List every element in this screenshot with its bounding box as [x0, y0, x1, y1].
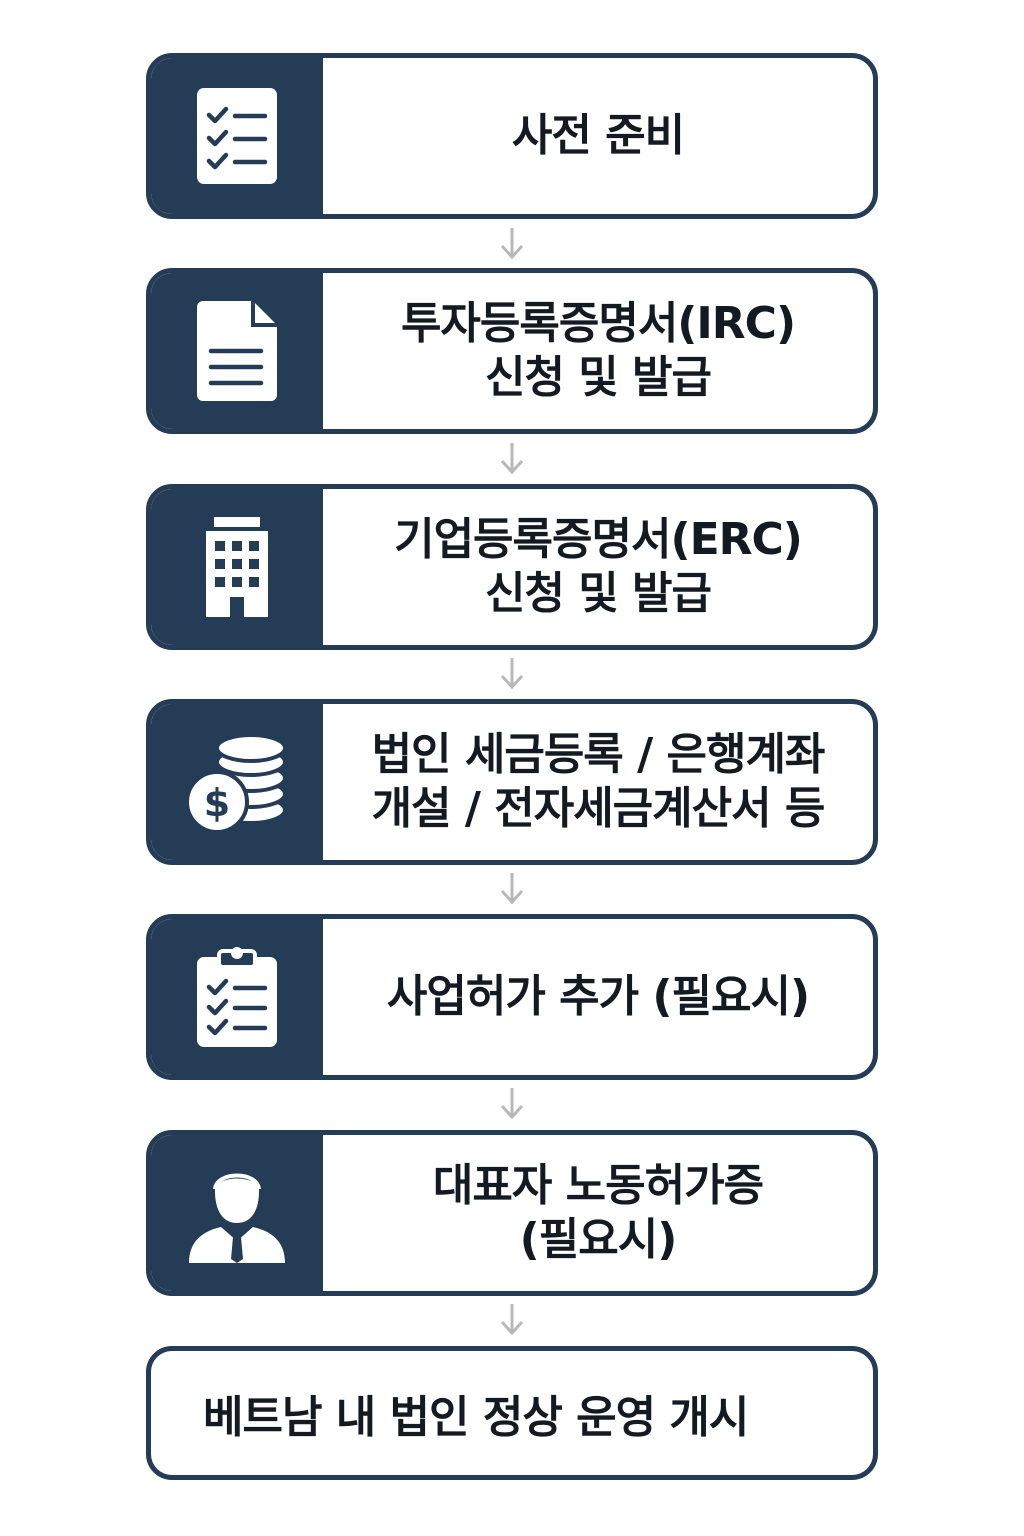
person-icon [185, 1161, 289, 1265]
arrow-3 [496, 656, 528, 692]
step-4-label: 법인 세금등록 / 은행계좌 개설 / 전자세금계산서 등 [323, 704, 873, 860]
step-6-icon-panel [151, 1135, 323, 1291]
clipboard-checklist-icon [195, 945, 279, 1049]
step-3-line-1: 기업등록증명서(ERC) [394, 514, 803, 565]
step-3-line-2: 신청 및 발급 [484, 568, 712, 619]
arrow-down-icon [500, 228, 524, 260]
step-2-line-1: 투자등록증명서(IRC) [400, 298, 796, 349]
document-icon [195, 299, 279, 403]
step-1-icon-panel [151, 58, 323, 214]
final-step-box: 베트남 내 법인 정상 운영 개시 [146, 1346, 878, 1480]
arrow-down-icon [500, 443, 524, 475]
step-1-line-1: 사전 준비 [511, 110, 685, 161]
step-4-icon-panel: $ [151, 704, 323, 860]
arrow-2 [496, 441, 528, 477]
step-1-box: 사전 준비 [146, 53, 878, 219]
arrow-down-icon [500, 658, 524, 690]
arrow-down-icon [500, 1088, 524, 1120]
step-4-line-1: 법인 세금등록 / 은행계좌 [371, 729, 826, 780]
arrow-1 [496, 226, 528, 262]
step-5-box: 사업허가 추가 (필요시) [146, 914, 878, 1080]
step-3-label: 기업등록증명서(ERC) 신청 및 발급 [323, 489, 873, 645]
building-icon [202, 515, 272, 619]
step-2-icon-panel [151, 273, 323, 429]
svg-text:$: $ [204, 781, 230, 825]
step-5-icon-panel [151, 919, 323, 1075]
final-step-label: 베트남 내 법인 정상 운영 개시 [203, 1392, 749, 1443]
arrow-down-icon [500, 1304, 524, 1336]
arrow-6 [496, 1302, 528, 1338]
step-3-icon-panel [151, 489, 323, 645]
step-5-label: 사업허가 추가 (필요시) [323, 919, 873, 1075]
arrow-4 [496, 871, 528, 907]
step-3-box: 기업등록증명서(ERC) 신청 및 발급 [146, 484, 878, 650]
step-6-line-1: 대표자 노동허가증 [432, 1160, 764, 1211]
arrow-down-icon [500, 873, 524, 905]
coins-dollar-icon: $ [185, 732, 289, 832]
step-2-line-2: 신청 및 발급 [484, 352, 712, 403]
step-4-box: $ 법인 세금등록 / 은행계좌 개설 / 전자세금계산서 등 [146, 699, 878, 865]
step-2-box: 투자등록증명서(IRC) 신청 및 발급 [146, 268, 878, 434]
arrow-5 [496, 1086, 528, 1122]
step-5-line-1: 사업허가 추가 (필요시) [386, 971, 810, 1022]
step-6-box: 대표자 노동허가증 (필요시) [146, 1130, 878, 1296]
checklist-icon [195, 86, 279, 186]
step-6-label: 대표자 노동허가증 (필요시) [323, 1135, 873, 1291]
step-6-line-2: (필요시) [519, 1214, 678, 1265]
step-4-line-2: 개설 / 전자세금계산서 등 [371, 783, 826, 834]
step-1-label: 사전 준비 [323, 58, 873, 214]
step-2-label: 투자등록증명서(IRC) 신청 및 발급 [323, 273, 873, 429]
